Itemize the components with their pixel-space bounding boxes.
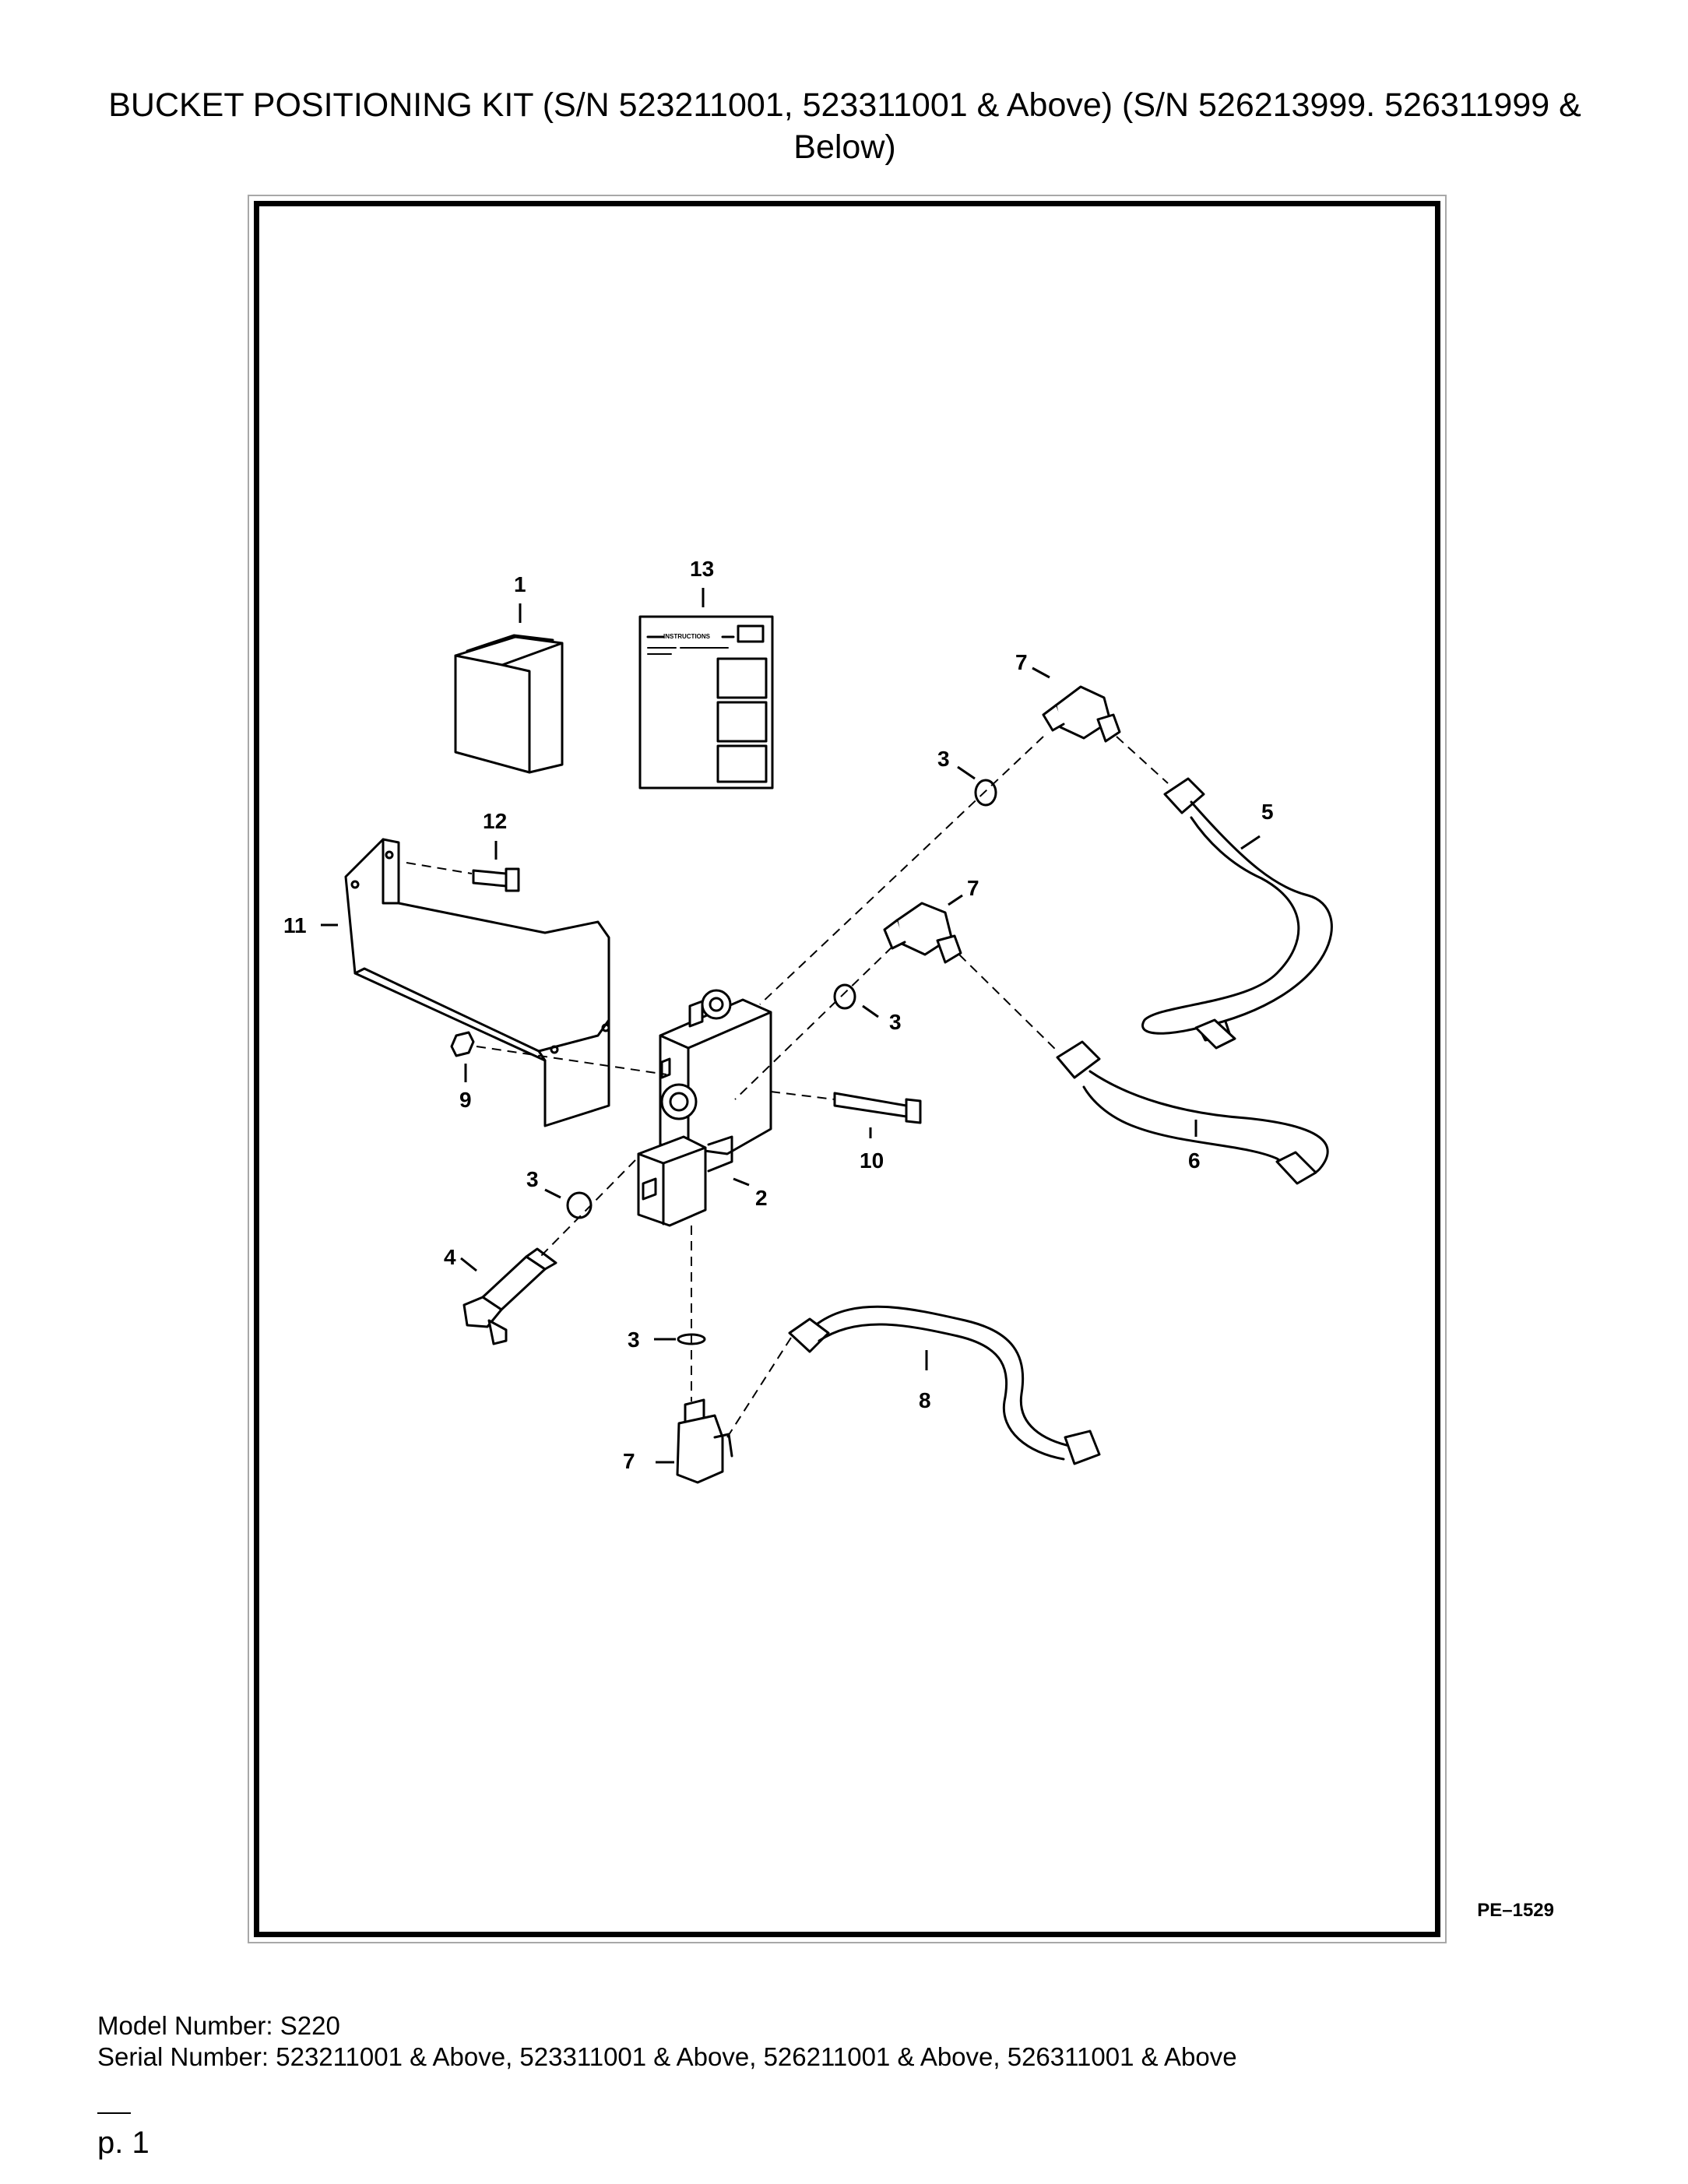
part-7-elbow-fitting-top — [1042, 685, 1121, 743]
callout-4: 4 — [444, 1245, 456, 1269]
part-10-bolt — [833, 1092, 922, 1124]
part-3-o-ring — [974, 779, 997, 807]
callout-3: 3 — [628, 1328, 640, 1352]
callout-2: 2 — [755, 1186, 768, 1210]
part-2-valve-block — [637, 989, 772, 1227]
callout-7: 7 — [623, 1449, 635, 1473]
figure-frame — [254, 201, 1440, 1937]
part-7-elbow-fitting-bottom — [676, 1398, 733, 1484]
callout-1: 1 — [514, 572, 526, 596]
callout-5: 5 — [1261, 800, 1274, 824]
callout-11: 11 — [283, 913, 307, 937]
callout-6: 6 — [1188, 1148, 1201, 1173]
footer-rule — [97, 2112, 131, 2114]
part-3-o-ring — [833, 983, 856, 1010]
part-5-tube — [1141, 777, 1333, 1050]
page-number: p. 1 — [97, 2126, 149, 2160]
callout-10: 10 — [860, 1148, 884, 1173]
instructions-heading: INSTRUCTIONS — [663, 633, 711, 640]
serial-number: Serial Number: 523211001 & Above, 523311… — [97, 2042, 1237, 2071]
callout-13: 13 — [690, 557, 714, 581]
part-6-tube — [1056, 1040, 1329, 1185]
part-13-instructions — [638, 615, 774, 790]
callout-3: 3 — [889, 1010, 902, 1034]
callout-7: 7 — [967, 876, 979, 900]
callout-12: 12 — [483, 809, 507, 833]
figure-frame-outer — [248, 195, 1447, 1943]
part-1-kit-box — [454, 634, 564, 774]
callout-9: 9 — [459, 1088, 472, 1112]
callout-3: 3 — [526, 1167, 539, 1191]
page-title: BUCKET POSITIONING KIT (S/N 523211001, 5… — [108, 86, 1581, 166]
part-3-o-ring — [566, 1191, 593, 1219]
callout-3: 3 — [937, 747, 950, 771]
model-number: Model Number: S220 — [97, 2011, 340, 2040]
part-4-adapter — [462, 1247, 557, 1345]
figure-reference: PE–1529 — [1477, 1900, 1554, 1921]
callout-8: 8 — [919, 1388, 931, 1412]
part-8-tube — [788, 1305, 1101, 1465]
callout-7: 7 — [1015, 650, 1028, 674]
part-12-bolt — [472, 867, 520, 892]
part-9-nut — [450, 1031, 475, 1057]
part-7-elbow-fitting-middle — [883, 902, 962, 964]
